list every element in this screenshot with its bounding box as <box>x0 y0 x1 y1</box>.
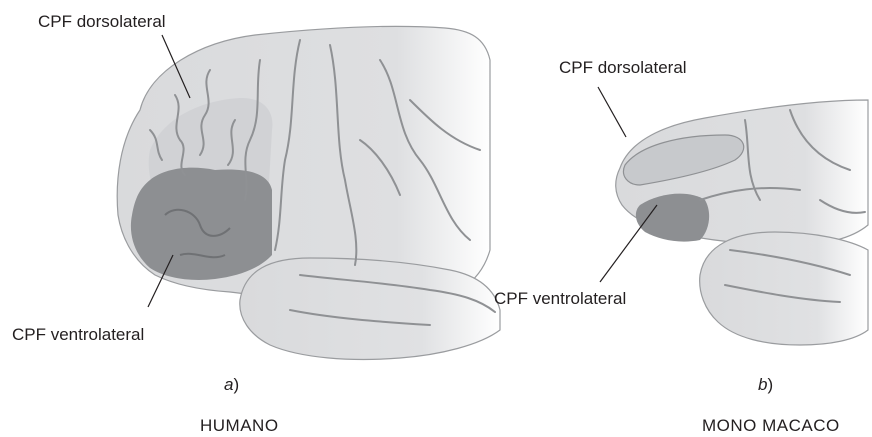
human-ventrolateral-label: CPF ventrolateral <box>12 326 144 343</box>
macaque-dorsolateral-label: CPF dorsolateral <box>559 59 687 76</box>
panel-a-caption: a) <box>224 376 239 393</box>
macaque-ventrolateral-label: CPF ventrolateral <box>494 290 626 307</box>
human-ventrolateral-region <box>131 168 272 280</box>
macaque-ventrolateral-leader <box>600 205 657 282</box>
macaque-species-label: MONO MACACO <box>702 417 840 434</box>
macaque-temporal-lobe <box>700 232 868 345</box>
panel-a-paren: ) <box>233 375 239 394</box>
panel-b-caption: b) <box>758 376 773 393</box>
human-dorsolateral-label: CPF dorsolateral <box>38 13 166 30</box>
human-species-label: HUMANO <box>200 417 279 434</box>
macaque-dorsolateral-leader <box>598 87 626 137</box>
panel-b-paren: ) <box>767 375 773 394</box>
macaque-brain <box>616 100 868 345</box>
human-brain <box>117 26 500 359</box>
human-temporal-lobe <box>240 258 500 359</box>
